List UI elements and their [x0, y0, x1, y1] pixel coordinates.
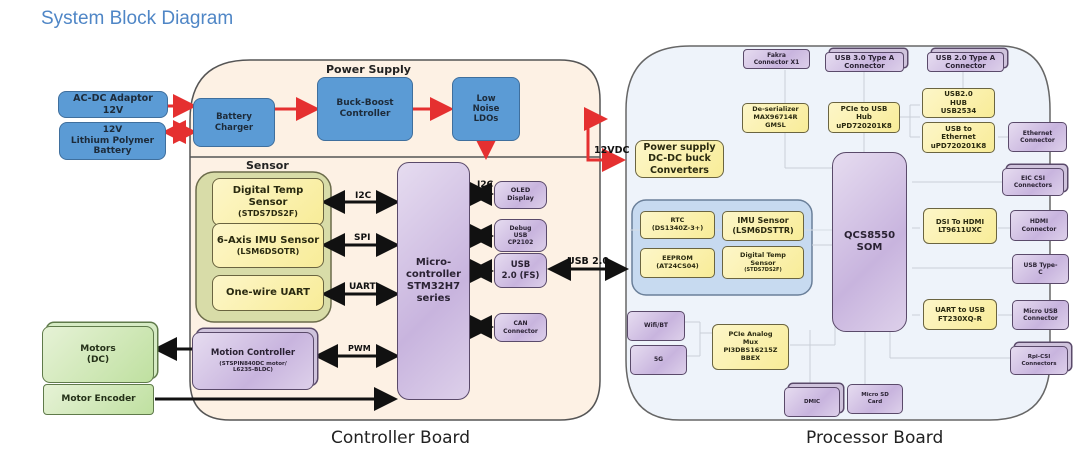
uart-label: UART [349, 282, 376, 292]
controller-board-label: Controller Board [331, 428, 470, 448]
motors-block: Motors (DC) [42, 326, 154, 383]
spi-label: SPI [354, 233, 371, 243]
usb-hub-block: USB2.0 HUB USB2534 [922, 88, 995, 118]
wifi-bt-block: Wifi/BT [627, 311, 685, 341]
battery-charger-block: Battery Charger [193, 98, 275, 147]
usb2-connector-block: USB 2.0 Type A Connector [927, 52, 1004, 72]
ethernet-connector-block: Ethernet Connector [1008, 122, 1067, 152]
qcs8550-som-block: QCS8550 SOM [832, 152, 907, 332]
fakra-connector-block: Fakra Connector X1 [743, 49, 810, 69]
sensor-label: Sensor [246, 159, 289, 172]
digital-temp-part: (STDS7DS2F) [238, 209, 298, 219]
motion-controller-block: Motion Controller (STSPIN840DC motor/ L6… [192, 332, 314, 390]
processor-power-supply-block: Power supply DC-DC buck Converters [635, 140, 724, 178]
i2c-oled-label: I2C [477, 180, 494, 190]
usb-ethernet-block: USB to Ethernet uPD720201K8 [922, 122, 995, 153]
digital-temp-proc-name: Digital Temp Sensor [740, 250, 786, 267]
dmic-block: DMIC [784, 387, 840, 417]
usb-type-c-block: USB Type- C [1012, 254, 1069, 284]
pcie-usb-hub-block: PCIe to USB Hub uPD720201K8 [828, 102, 900, 133]
5g-block: 5G [630, 345, 687, 375]
rpi-csi-connectors-block: Rpi-CSI Connectors [1010, 346, 1068, 375]
imu-part: (LSM6DSOTR) [236, 246, 300, 256]
uart-to-usb-block: UART to USB FT230XQ-R [923, 299, 997, 330]
page-title: System Block Diagram [41, 8, 234, 29]
acdc-adaptor-block: AC-DC Adaptor 12V [58, 91, 168, 118]
eic-csi-connectors-block: EIC CSI Connectors [1002, 168, 1064, 196]
dsi-to-hdmi-block: DSI To HDMI LT9611UXC [923, 208, 997, 244]
usb2-link-label: USB 2.0 [567, 256, 609, 267]
deserializer-block: De-serializer MAX96714R GMSL [742, 103, 809, 133]
digital-temp-name: Digital Temp Sensor [232, 185, 304, 209]
micro-usb-connector-block: Micro USB Connector [1012, 300, 1069, 330]
buck-boost-block: Buck-Boost Controller [317, 77, 413, 141]
imu-sensor-block: 6-Axis IMU Sensor (LSM6DSOTR) [212, 223, 324, 268]
one-wire-uart-block: One-wire UART [212, 275, 324, 311]
eeprom-block: EEPROM (AT24CS04) [640, 248, 715, 278]
pwm-label: PWM [348, 344, 371, 353]
pcie-analog-mux-block: PCIe Analog Mux PI3DBS16215Z BBEX [712, 324, 789, 370]
12vdc-label: 12VDC [594, 145, 630, 156]
motion-controller-name: Motion Controller [210, 348, 296, 359]
hdmi-connector-block: HDMI Connector [1010, 210, 1068, 241]
battery-block: 12V Lithium Polymer Battery [59, 122, 166, 160]
motion-controller-part: (STSPIN840DC motor/ L6235-BLDC) [219, 360, 287, 374]
usb-fs-block: USB 2.0 (FS) [494, 253, 547, 288]
digital-temp-sensor-block: Digital Temp Sensor (STDS7DS2F) [212, 178, 324, 226]
imu-sensor-proc-block: IMU Sensor (LSM6DSTTR) [722, 211, 804, 241]
12vdc-link-arrow [584, 107, 626, 172]
digital-temp-proc-part: (STDS7DS2F) [744, 267, 782, 274]
micro-sd-card-block: Micro SD Card [847, 384, 903, 414]
oled-display-block: OLED Display [494, 181, 547, 209]
ldo-block: Low Noise LDOs [452, 77, 520, 141]
power-supply-label: Power Supply [326, 63, 411, 76]
motor-encoder-block: Motor Encoder [43, 384, 154, 415]
digital-temp-proc-block: Digital Temp Sensor (STDS7DS2F) [722, 246, 804, 279]
microcontroller-block: Micro- controller STM32H7 series [397, 162, 470, 400]
usb3-connector-block: USB 3.0 Type A Connector [825, 52, 904, 72]
debug-usb-block: Debug USB CP2102 [494, 219, 547, 252]
i2c-sensor-label: I2C [355, 191, 372, 201]
imu-name: 6-Axis IMU Sensor [216, 234, 320, 246]
processor-board-label: Processor Board [806, 428, 944, 448]
rtc-block: RTC (DS1340Z-3+) [640, 211, 715, 239]
can-connector-block: CAN Connector [494, 313, 547, 342]
